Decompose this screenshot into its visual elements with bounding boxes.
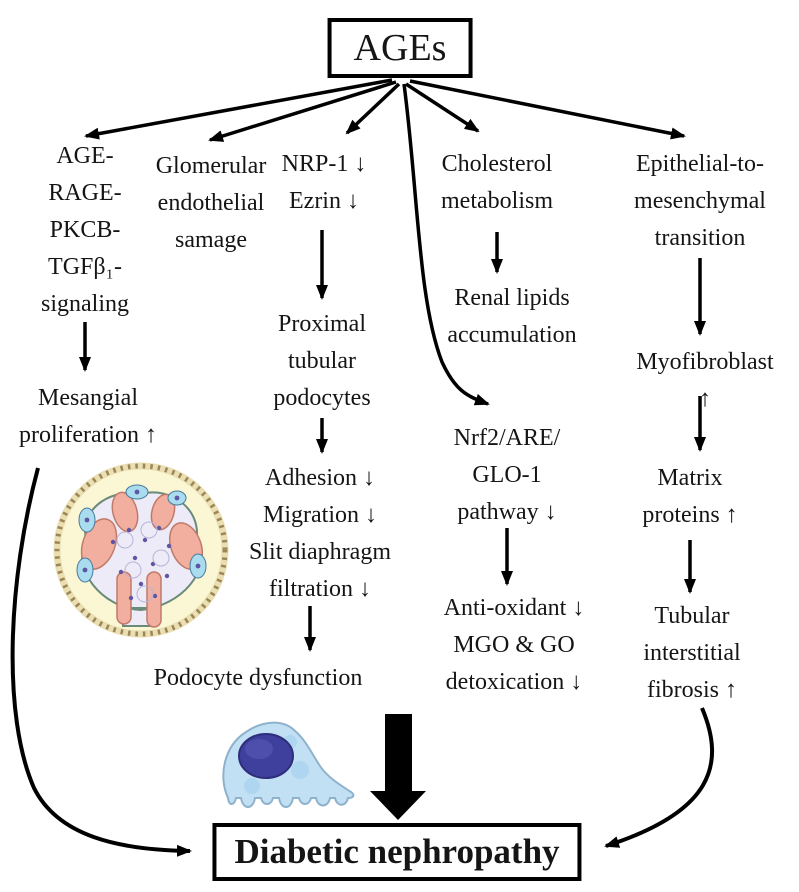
big-down-arrow — [370, 714, 426, 820]
arrow-ages-to-agerage — [84, 78, 393, 140]
node-tubular-fibrosis: Tubular interstitial fibrosis ↑ — [643, 603, 741, 703]
node-nrp1-ezrin: NRP-1 ↓ Ezrin ↓ — [281, 151, 367, 214]
node-myofibroblast: Myofibroblast ↑ — [636, 349, 774, 412]
node-nrf2-pathway: Nrf2/ARE/ GLO-1 pathway ↓ — [453, 425, 561, 525]
node-renal-lipids: Renal lipids accumulation — [447, 285, 577, 348]
arrow-fibrosis-to-outcome — [604, 707, 715, 848]
glomerulus-illustration — [53, 462, 229, 638]
node-matrix-proteins: Matrix proteins ↑ — [642, 465, 738, 528]
node-cholesterol-metabolism: Cholesterol metabolism — [441, 151, 553, 214]
node-glomerular-endothelial: Glomerular endothelial samage — [155, 153, 267, 253]
arrow-ages-to-nrf2 — [402, 83, 490, 406]
arrow-mesangial-to-outcome — [10, 467, 192, 857]
arrow-ages-to-cholesterol — [405, 82, 480, 133]
ages-node: AGEs — [327, 18, 473, 78]
node-mesangial-proliferation: Mesangial proliferation ↑ — [19, 385, 157, 448]
node-podocyte-dysfunction: Podocyte dysfunction — [153, 665, 363, 691]
podocyte-illustration — [222, 721, 355, 808]
node-age-rage-signaling: AGE- RAGE- PKCB- TGFβ₁- signaling — [41, 143, 129, 317]
node-emt: Epithelial-to- mesenchymal transition — [634, 151, 766, 251]
node-antioxidant: Anti-oxidant ↓ MGO & GO detoxication ↓ — [443, 595, 585, 695]
diabetic-nephropathy-node: Diabetic nephropathy — [212, 823, 582, 881]
node-adhesion-migration: Adhesion ↓ Migration ↓ Slit diaphragm fi… — [249, 465, 391, 602]
arrow-ages-to-nrp1 — [345, 82, 401, 135]
node-proximal-tubular-podocytes: Proximal tubular podocytes — [273, 311, 371, 411]
arrow-ages-to-emt — [409, 79, 686, 140]
arrow-ages-to-glomerular — [208, 80, 397, 142]
